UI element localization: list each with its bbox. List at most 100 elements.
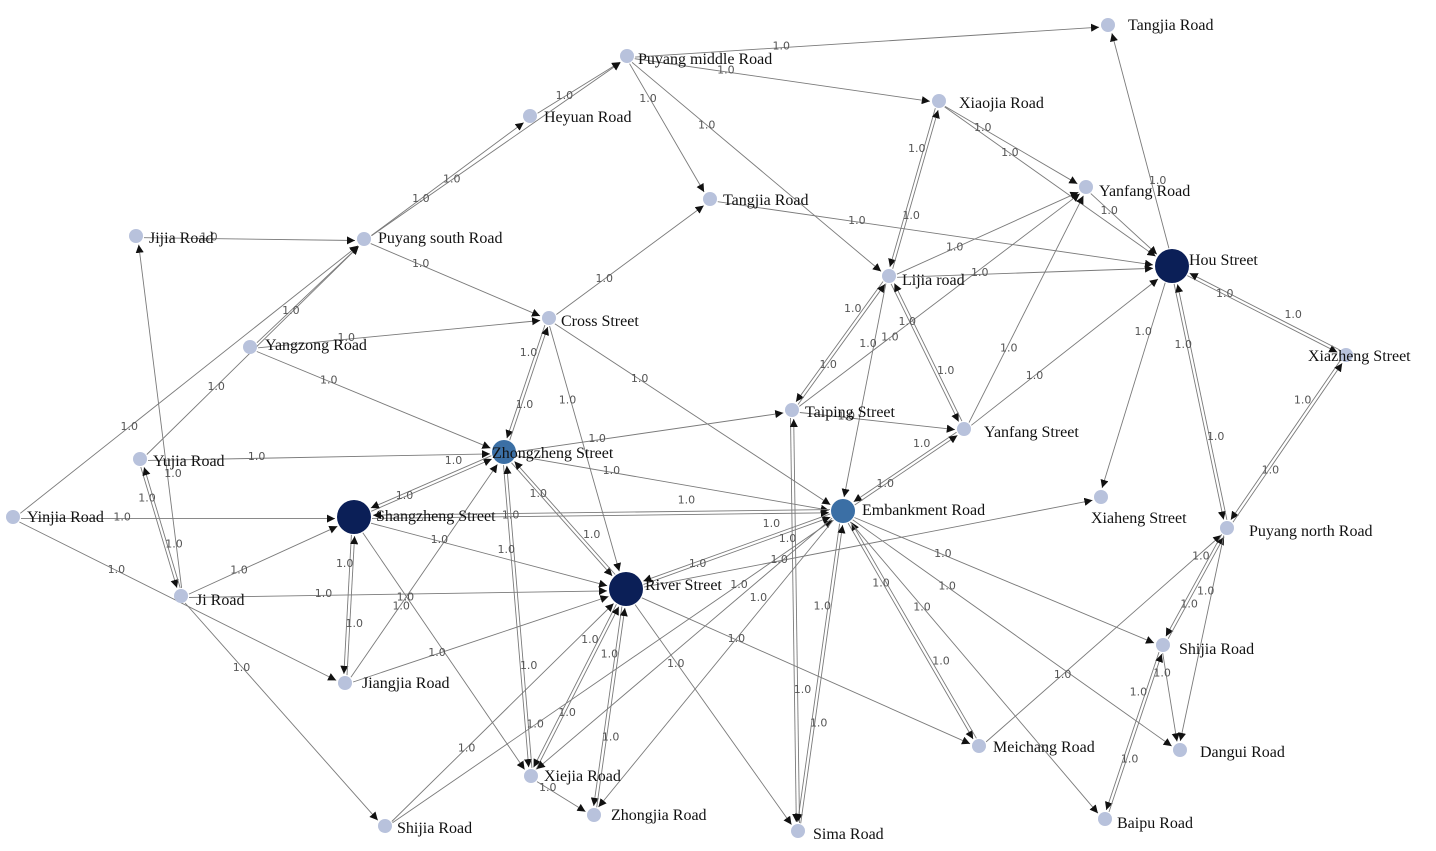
edge-embankment-to-river: [643, 513, 831, 583]
edge-yanfang_street-to-yanfang_road: [968, 195, 1084, 423]
edge-weight-label: 1.0: [428, 646, 446, 659]
edge-xiejia-to-river: [535, 606, 620, 770]
edge-yinjia-to-puyang_south: [20, 245, 359, 514]
edge-river-to-meichang: [641, 597, 971, 745]
node-label-puyang_mid: Puyang middle Road: [638, 51, 772, 68]
edge-weight-label: 1.0: [1180, 598, 1198, 611]
edge-weight-label: 1.0: [164, 467, 182, 480]
edge-weight-label: 1.0: [602, 731, 620, 744]
edge-weight-label: 1.0: [698, 118, 716, 131]
node-label-jijia: Jijia Road: [149, 230, 213, 247]
edge-weight-label: 1.0: [596, 272, 614, 285]
edge-taiping-to-lijia: [797, 283, 886, 405]
node-embankment: [831, 499, 855, 523]
edge-weight-label: 1.0: [937, 364, 955, 377]
edge-hou-to-xiaheng: [1100, 282, 1166, 489]
edge-tangjia_mid-to-hou: [717, 201, 1154, 268]
edge-weight-label: 1.0: [728, 632, 746, 645]
node-label-xiazheng: Xiazheng Street: [1308, 348, 1411, 365]
edge-weight-label: 1.0: [779, 532, 797, 545]
edge-puyang_south-to-cross: [370, 243, 541, 317]
node-label-xiejia: Xiejia Road: [544, 768, 621, 785]
node-label-yanfang_street: Yanfang Street: [984, 424, 1079, 441]
edge-weight-label: 1.0: [539, 781, 557, 794]
edge-puyang_mid-to-xiaojia: [634, 58, 930, 105]
node-label-meichang: Meichang Road: [993, 739, 1095, 756]
edge-weight-label: 1.0: [1175, 338, 1193, 351]
edge-weight-label: 1.0: [946, 240, 964, 253]
edge-meichang-to-puyang_north: [985, 534, 1222, 743]
edge-shangzheng-to-xiejia: [362, 532, 525, 770]
edge-xiazheng-to-hou: [1189, 272, 1340, 351]
edge-sima-to-taiping: [789, 418, 800, 824]
edge-river-to-embankment: [643, 516, 831, 585]
edge-weight-label: 1.0: [412, 192, 430, 205]
edge-zhongzheng-to-xiejia: [503, 465, 533, 768]
node-xiazheng: [1339, 348, 1353, 362]
edge-weight-label: 1.0: [1192, 549, 1210, 562]
edge-river-to-zhongzheng: [514, 461, 616, 575]
edge-weight-label: 1.0: [631, 372, 649, 385]
edge-cross-to-river: [549, 325, 621, 572]
edge-hou-to-puyang_north: [1173, 283, 1226, 520]
edge-weight-label: 1.0: [338, 331, 356, 344]
node-label-baipu: Baipu Road: [1117, 815, 1193, 832]
edge-ji-to-shangzheng: [188, 525, 338, 595]
edge-xiejia-to-zhongzheng: [503, 465, 533, 768]
node-label-xiaojia: Xiaojia Road: [959, 95, 1044, 112]
node-taiping: [785, 403, 799, 417]
node-label-yujia: Yujia Road: [153, 453, 225, 470]
edge-weight-label: 1.0: [838, 409, 856, 422]
node-jijia: [129, 229, 143, 243]
edge-embankment-to-yanfang_street: [854, 435, 958, 506]
node-label-shijia_w: Shijia Road: [397, 820, 472, 837]
edge-yanfang_street-to-lijia: [893, 283, 963, 422]
edge-taiping-to-sima: [790, 417, 801, 823]
edge-weight-label: 1.0: [717, 64, 735, 77]
edge-weight-label: 1.0: [138, 492, 156, 505]
edge-weight-label: 1.0: [639, 92, 657, 105]
node-shangzheng: [337, 500, 371, 534]
edge-weight-label: 1.0: [346, 617, 364, 630]
edge-baipu-to-shijia_e: [1108, 653, 1163, 813]
edge-weight-label: 1.0: [819, 358, 837, 371]
edge-weight-label: 1.0: [1054, 668, 1072, 681]
node-label-embankment: Embankment Road: [862, 502, 985, 519]
edge-jiangjia-to-zhongzheng: [350, 464, 498, 678]
edge-weight-label: 1.0: [689, 557, 707, 570]
edge-weight-label: 1.0: [730, 578, 748, 591]
edges-layer: [19, 23, 1343, 825]
node-label-sima: Sima Road: [813, 826, 884, 843]
edge-river-to-xiejia: [533, 604, 617, 768]
edge-cross-to-embankment: [554, 323, 831, 506]
edge-weight-label: 1.0: [443, 173, 461, 186]
node-label-taiping: Taiping Street: [805, 404, 896, 421]
edge-weight-label: 1.0: [526, 718, 544, 731]
node-yanfang_road: [1079, 180, 1093, 194]
node-dangui: [1173, 743, 1187, 757]
edge-cross-to-zhongzheng: [505, 324, 546, 439]
edge-zhongzheng-to-shangzheng: [370, 455, 492, 509]
edge-lijia-to-embankment: [841, 283, 887, 498]
node-label-shijia_e: Shijia Road: [1179, 641, 1254, 658]
edge-shangzheng-to-zhongzheng: [371, 458, 492, 512]
edge-weight-label: 1.0: [913, 437, 931, 450]
edge-xiejia-to-zhongjia: [536, 781, 586, 812]
node-label-jiangjia: Jiangjia Road: [362, 675, 450, 692]
edge-puyang_south-to-heyuan: [371, 122, 524, 236]
node-label-hou: Hou Street: [1189, 252, 1258, 269]
edge-lijia-to-hou: [897, 264, 1154, 278]
edge-yujia-to-ji: [140, 466, 179, 588]
edge-weight-label: 1.0: [113, 510, 131, 523]
edge-weight-label: 1.0: [1216, 287, 1234, 300]
edge-weight-label: 1.0: [121, 420, 139, 433]
edge-weight-label: 1.0: [396, 489, 414, 502]
node-xiejia: [524, 769, 538, 783]
edge-weight-label: 1.0: [1000, 341, 1018, 354]
edge-weight-label: 1.0: [108, 563, 126, 576]
node-baipu: [1098, 812, 1112, 826]
edge-weight-label: 1.0: [1121, 752, 1139, 765]
edge-sima-to-embankment: [800, 525, 846, 824]
